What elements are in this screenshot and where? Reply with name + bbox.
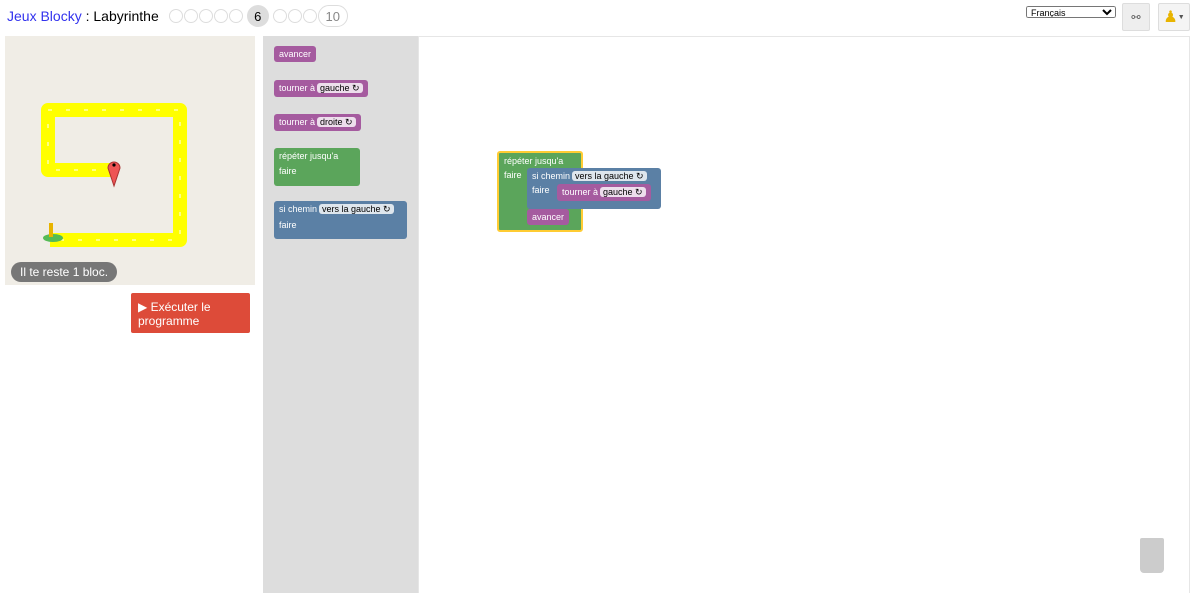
level-current[interactable]: 6 <box>246 5 269 27</box>
turn-dropdown[interactable]: gauche ↻ <box>317 83 363 93</box>
level-selector: 6 10 <box>168 5 348 27</box>
header: Jeux Blocky : Labyrinthe 6 10 <box>7 5 348 27</box>
workspace-move-block[interactable]: avancer <box>527 209 570 225</box>
level-8[interactable] <box>287 9 302 23</box>
chevron-down-icon: ▼ <box>1177 13 1185 21</box>
trash-icon[interactable] <box>1140 538 1164 573</box>
game-title: Labyrinthe <box>93 8 159 24</box>
title-separator: : <box>81 8 94 24</box>
level-3[interactable] <box>198 9 213 23</box>
maze-svg <box>41 103 187 247</box>
workspace[interactable] <box>418 36 1190 593</box>
toolbox-move-block[interactable]: avancer <box>274 46 317 62</box>
level-9[interactable] <box>302 9 317 23</box>
level-4[interactable] <box>213 9 228 23</box>
direction-dropdown[interactable]: vers la gauche ↻ <box>319 204 394 214</box>
level-1[interactable] <box>168 9 183 23</box>
language-select[interactable]: Français <box>1026 6 1116 18</box>
start-marker-icon <box>43 223 63 242</box>
run-program-button[interactable]: ▶ Exécuter le programme <box>131 293 250 333</box>
level-5[interactable] <box>228 9 243 23</box>
direction-dropdown[interactable]: vers la gauche ↻ <box>572 171 647 181</box>
pegman-icon: ♟ <box>1163 9 1178 26</box>
pegman-button[interactable]: ♟▼ <box>1158 3 1190 31</box>
blocks-remaining: Il te reste 1 bloc. <box>11 262 118 282</box>
link-button[interactable]: ⚯ <box>1122 3 1150 31</box>
goal-marker-icon <box>107 161 121 188</box>
turn-dropdown[interactable]: droite ↻ <box>317 117 356 127</box>
turn-dropdown[interactable]: gauche ↻ <box>600 187 646 197</box>
level-7[interactable] <box>272 9 287 23</box>
link-icon: ⚯ <box>1131 11 1141 24</box>
level-last[interactable]: 10 <box>317 5 348 27</box>
home-link[interactable]: Jeux Blocky <box>7 8 82 24</box>
level-2[interactable] <box>183 9 198 23</box>
maze <box>5 36 255 285</box>
